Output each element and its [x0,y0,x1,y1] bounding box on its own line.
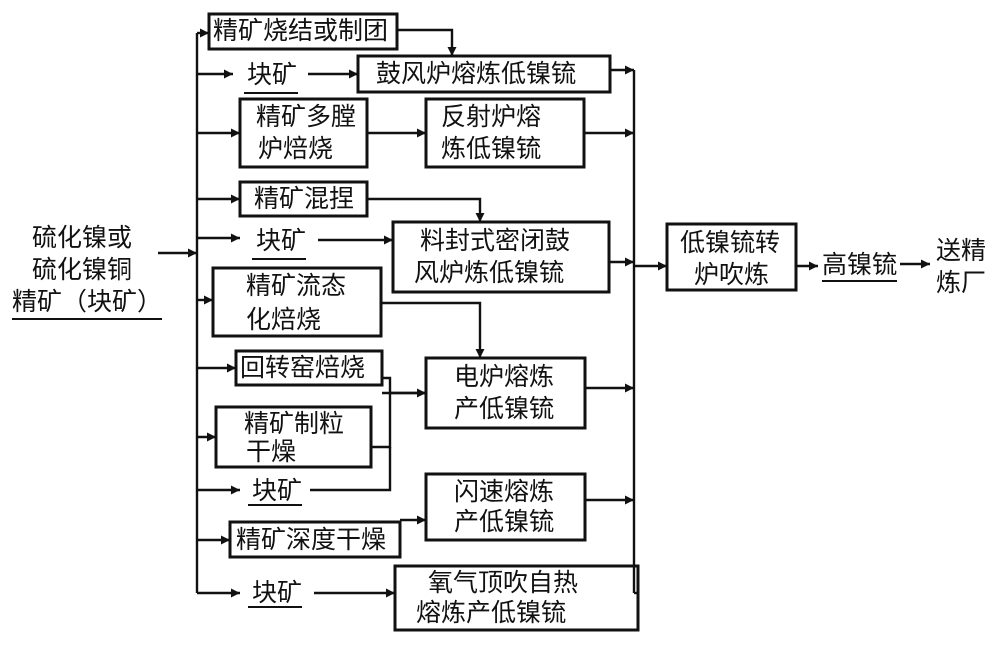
box-sealed-blast [391,220,611,294]
label-flash-2: 产低镍锍 [454,507,555,536]
label-sinter: 精矿烧结或制团 [213,16,389,45]
label-electric-1: 电炉熔炼 [454,362,555,391]
label-rotary-kiln: 回转窑焙烧 [240,353,366,382]
label-oxygen-2: 熔炼产低镍锍 [416,598,567,627]
label-lump-ore-3: 块矿 [252,476,303,505]
feed-line-1: 硫化镍或 [32,223,133,252]
label-electric-2: 产低镍锍 [454,394,555,423]
box-oxygen [393,564,640,632]
label-destination-2: 炼厂 [936,268,987,297]
label-converter-2: 炉吹炼 [694,260,770,289]
label-high-grade-matte: 高镍锍 [822,250,898,282]
label-oxygen-1: 氧气顶吹自热 [428,568,579,597]
label-multihearth-2: 炉焙烧 [258,134,334,163]
feed-line-2: 硫化镍铜 [32,255,133,284]
label-lump-ore-1: 块矿 [247,60,298,89]
label-pelletizing-1: 精矿制粒 [244,409,345,438]
box-converter [665,222,798,292]
label-lump-ore-2: 块矿 [256,226,307,255]
label-fluidized-2: 化焙烧 [246,305,322,334]
box-flash [424,472,587,542]
label-deep-drying: 精矿深度干燥 [236,525,387,554]
label-lump-ore-4: 块矿 [252,578,303,607]
label-destination-1: 送精 [936,236,987,265]
label-mixing: 精矿混捏 [254,184,355,213]
label-reverberatory-1: 反射炉熔 [441,102,542,131]
label-flash-1: 闪速熔炼 [454,477,555,506]
feed-line-3: 精矿（块矿） [12,286,162,320]
box-sinter [207,12,399,51]
label-pelletizing-2: 干燥 [246,437,297,466]
label-fluidized-1: 精矿流态 [246,271,347,300]
label-reverberatory-2: 炼低镍锍 [441,134,542,163]
label-sealed-blast-1: 料封式密闭鼓 [420,226,571,255]
label-converter-1: 低镍锍转 [680,228,781,257]
label-multihearth-1: 精矿多膛 [256,102,357,131]
label-sealed-blast-2: 风炉炼低镍锍 [414,258,565,287]
label-blast-furnace: 鼓风炉熔炼低镍锍 [376,59,577,88]
